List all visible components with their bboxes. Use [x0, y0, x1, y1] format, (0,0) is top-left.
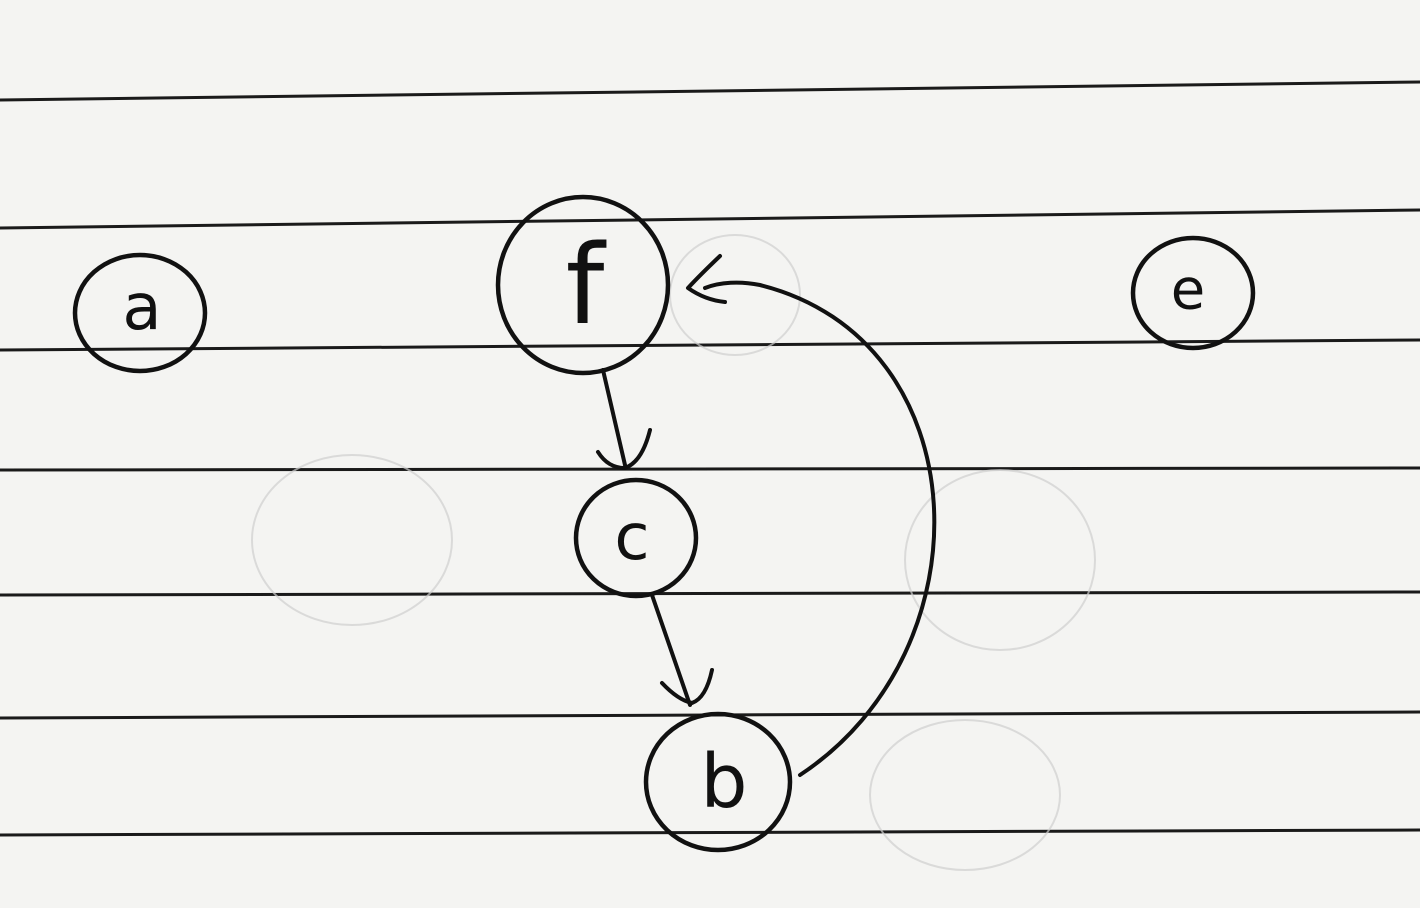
- edge-f-to-c: [601, 368, 627, 467]
- node-a: a: [72, 252, 208, 374]
- edge-c-to-b: [650, 593, 692, 707]
- bleed-through-marks: [251, 234, 1096, 871]
- node-label: a: [122, 271, 161, 345]
- node-label: c: [614, 501, 649, 575]
- edge-b-to-f: [703, 280, 937, 777]
- node-circle: [72, 252, 208, 374]
- arrowhead-icon: [686, 254, 727, 304]
- node-circle: [643, 711, 793, 853]
- ruled-line: [0, 208, 1420, 230]
- ghost-circle: [251, 454, 453, 626]
- node-circle: [1130, 235, 1256, 351]
- ruled-line: [0, 466, 1420, 472]
- node-circle: [495, 194, 671, 376]
- arrowhead-icon: [596, 428, 652, 470]
- ghost-circle: [869, 719, 1061, 871]
- edges: [596, 254, 937, 777]
- ruled-lines: [0, 80, 1420, 837]
- arrowhead-icon: [660, 668, 714, 705]
- node-f: f: [495, 194, 671, 376]
- node-c: c: [573, 477, 699, 599]
- ghost-circle: [904, 469, 1096, 651]
- node-e: e: [1130, 235, 1256, 351]
- ghost-circle: [669, 234, 801, 356]
- node-label: e: [1171, 258, 1205, 323]
- node-b: b: [643, 711, 793, 853]
- node-label: b: [701, 739, 748, 825]
- ruled-line: [0, 338, 1420, 352]
- nodes: a f e c b: [72, 194, 1256, 853]
- node-circle: [573, 477, 699, 599]
- node-label: f: [566, 221, 607, 349]
- ruled-line: [0, 590, 1420, 597]
- ruled-line: [0, 80, 1420, 102]
- ruled-line: [0, 828, 1420, 837]
